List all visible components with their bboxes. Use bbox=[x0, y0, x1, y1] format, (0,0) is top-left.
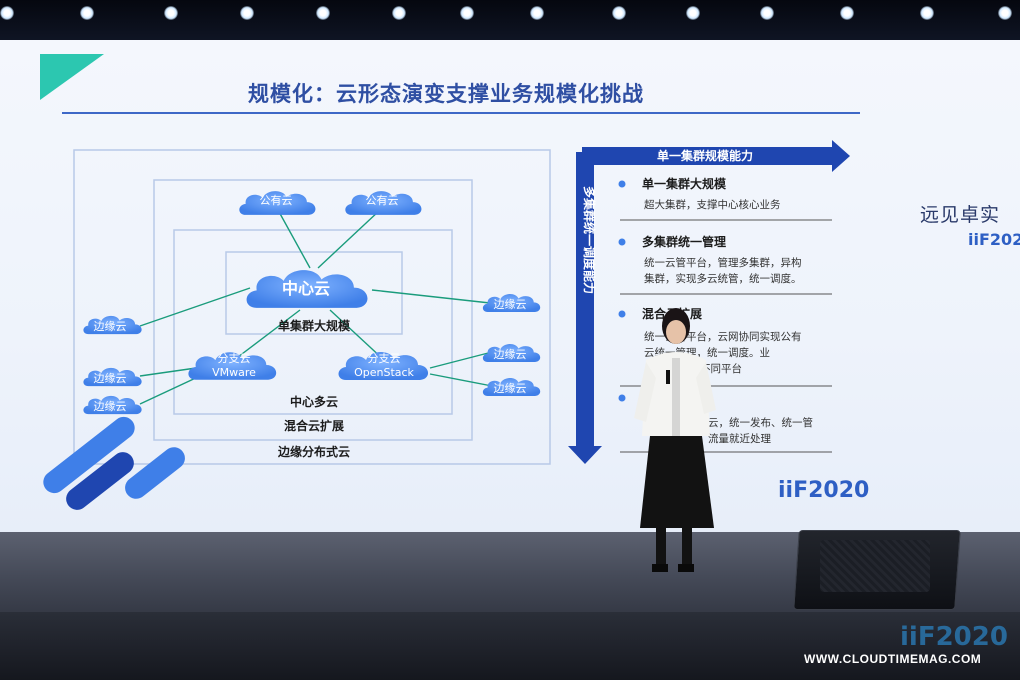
public-cloud-1-label: 公有云 bbox=[260, 193, 293, 207]
slide-title: 规模化：云形态演变支撑业务规模化挑战 bbox=[248, 82, 644, 106]
item-2-line-1: 统一云管平台，管理多集群，异构 bbox=[644, 256, 802, 269]
item-4-line-1: 云，统一发布、统一管 bbox=[708, 416, 813, 429]
decorative-bars bbox=[43, 416, 185, 510]
hybrid-box bbox=[153, 179, 473, 441]
slide-title-rule bbox=[62, 112, 860, 114]
vertical-arrow bbox=[568, 152, 602, 464]
center-multicloud-label: 中心多云 bbox=[290, 394, 338, 409]
item-2-title: 多集群统一管理 bbox=[642, 234, 726, 249]
branch-openstack-line1: 分支云 bbox=[368, 352, 401, 365]
stage-front bbox=[0, 612, 1020, 680]
watermark-url: WWW.CLOUDTIMEMAG.COM bbox=[804, 652, 982, 666]
edge-cloud-1-label: 边缘云 bbox=[94, 320, 127, 333]
item-3-line-3: 不同平台 bbox=[700, 362, 742, 375]
edge-cloud-4-label: 边缘云 bbox=[494, 348, 527, 361]
brand-logo-bottom: iiF2020 bbox=[778, 478, 870, 503]
item-2-line-2: 集群，实现多云统管，统一调度。 bbox=[644, 272, 802, 285]
speaker-grille bbox=[820, 540, 930, 592]
branch-vmware-line2: VMware bbox=[212, 366, 256, 379]
item-4-line-2: 流量就近处理 bbox=[708, 432, 771, 445]
edge-distributed-label: 边缘分布式云 bbox=[277, 444, 350, 459]
branch-vmware-line1: 分支云 bbox=[218, 352, 251, 365]
branch-openstack-line2: OpenStack bbox=[354, 366, 414, 379]
horizontal-arrow bbox=[582, 140, 850, 172]
brand-logo-right: iiF2020 bbox=[968, 230, 1020, 249]
brand-slogan: 远见卓实 bbox=[920, 204, 1001, 226]
hybrid-label: 混合云扩展 bbox=[284, 418, 344, 433]
edge-cloud-6-label: 边缘云 bbox=[494, 382, 527, 395]
slide-accent-triangle bbox=[40, 54, 104, 100]
item-1-title: 单一集群大规模 bbox=[642, 176, 727, 191]
edge-cloud-2-label: 边缘云 bbox=[494, 298, 527, 311]
edge-cloud-5-label: 边缘云 bbox=[94, 400, 127, 413]
edge-cloud-3-label: 边缘云 bbox=[94, 372, 127, 385]
center-cloud-label: 中心云 bbox=[282, 279, 330, 298]
single-cluster-label: 单集群大规模 bbox=[278, 318, 351, 333]
ceiling-lights bbox=[0, 0, 1020, 40]
item-1-line-1: 超大集群，支撑中心核心业务 bbox=[644, 198, 781, 211]
presenter bbox=[634, 308, 716, 572]
multicloud-box bbox=[173, 229, 453, 415]
edge-distributed-box bbox=[73, 149, 551, 465]
public-cloud-2-label: 公有云 bbox=[366, 193, 399, 207]
horizontal-arrow-label: 单一集群规模能力 bbox=[657, 148, 753, 163]
vertical-arrow-label: 多集群统一调度能力 bbox=[582, 186, 597, 294]
watermark-logo: iiF2020 bbox=[900, 622, 1008, 652]
